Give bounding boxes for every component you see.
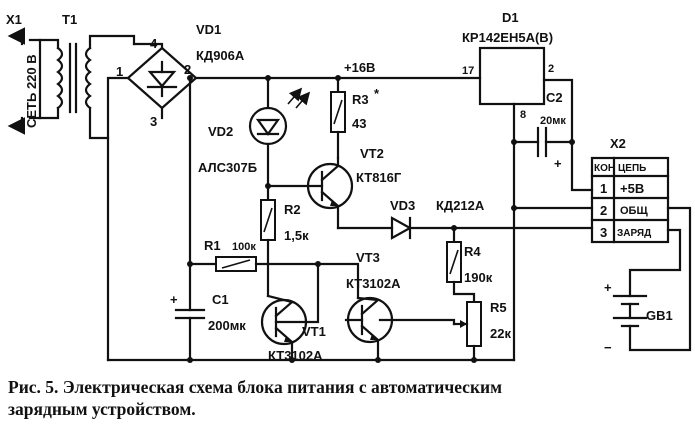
x2-row2-net: ОБЩ: [620, 205, 648, 217]
supply-voltage-label: +16В: [344, 60, 375, 75]
x2-row3-net: ЗАРЯД: [617, 228, 651, 239]
x2-label: X2: [610, 136, 626, 151]
diode-vd3: [336, 216, 594, 240]
c2-label: C2: [546, 90, 563, 105]
r4-label: R4: [464, 244, 481, 259]
r3-label: R3: [352, 92, 369, 107]
gb1-minus-label: −: [604, 340, 612, 355]
t1-label: T1: [62, 12, 77, 27]
c1-plus-label: +: [170, 292, 178, 307]
vt2-type-label: КТ816Г: [356, 170, 402, 185]
r3-value-label: 43: [352, 116, 366, 131]
r5-label: R5: [490, 300, 507, 315]
mains-plug-x1: [7, 27, 42, 135]
r1-value-label: 100к: [232, 241, 256, 253]
capacitor-c2: [512, 126, 574, 158]
r2-value-label: 1,5к: [284, 228, 309, 243]
x1-label: X1: [6, 12, 22, 27]
led-vd2: [248, 76, 311, 202]
x2-header-pin: КОН: [594, 163, 615, 174]
r3-mark: *: [374, 86, 380, 101]
battery-gb1: [612, 206, 692, 352]
figure-caption: Рис. 5. Электрическая схема блока питани…: [8, 376, 688, 420]
caption-line-2: зарядным устройством.: [8, 399, 196, 419]
bridge-pin2-label: 2: [184, 62, 191, 77]
c2-plus-label: +: [554, 156, 562, 171]
r1-label: R1: [204, 238, 221, 253]
t1-pin-label: 1: [116, 64, 123, 79]
r5-value-label: 22к: [490, 326, 511, 341]
d1-pin8-label: 8: [520, 109, 526, 121]
c1-label: C1: [212, 292, 229, 307]
caption-line-1: Рис. 5. Электрическая схема блока питани…: [8, 377, 503, 397]
transistor-vt2: [266, 156, 354, 230]
bridge-pin4-label: 4: [150, 36, 158, 51]
d1-pin2-label: 2: [548, 63, 554, 75]
c1-value-label: 200мк: [208, 318, 246, 333]
x2-row3-pin: 3: [600, 225, 607, 240]
x2-header-net: ЦЕПЬ: [618, 163, 646, 174]
d1-pin17-label: 17: [462, 65, 474, 77]
vd2-type-label: АЛС307Б: [198, 160, 257, 175]
r2-label: R2: [284, 202, 301, 217]
mains-voltage-label: СЕТЬ 220 В: [24, 54, 39, 128]
x2-row1-pin: 1: [600, 181, 607, 196]
vt1-label: VT1: [302, 324, 326, 339]
resistor-r4: [446, 226, 476, 304]
vd2-label: VD2: [208, 124, 233, 139]
connector-x2: [590, 156, 670, 244]
vt3-label: VT3: [356, 250, 380, 265]
transistor-vt3: [344, 296, 394, 362]
bridge-pin3-label: 3: [150, 114, 157, 129]
resistor-r2: [260, 199, 276, 298]
bridge-rectifier-vd1: [106, 42, 198, 362]
capacitor-c1: [174, 76, 206, 362]
vt2-label: VT2: [360, 146, 384, 161]
transistor-vt1: [260, 262, 320, 362]
vt3-type-label: КТ3102А: [346, 276, 401, 291]
d1-type-label: КР142ЕН5А(В): [462, 30, 553, 45]
resistor-r3: [330, 76, 346, 160]
d1-label: D1: [502, 10, 519, 25]
regulator-d1: [478, 46, 546, 106]
x2-row2-pin: 2: [600, 203, 607, 218]
transformer-t1: [38, 34, 136, 140]
vd1-type-label: КД906А: [196, 48, 245, 63]
gb1-label: GB1: [646, 308, 673, 323]
vd3-type-label: КД212А: [436, 198, 485, 213]
resistor-r1: [188, 256, 360, 300]
vd1-label: VD1: [196, 22, 221, 37]
gb1-plus-label: +: [604, 280, 612, 295]
r4-value-label: 190к: [464, 270, 493, 285]
c2-value-label: 20мк: [540, 115, 566, 127]
x2-row1-net: +5В: [620, 181, 644, 196]
potentiometer-r5: [378, 301, 482, 362]
vd3-label: VD3: [390, 198, 415, 213]
